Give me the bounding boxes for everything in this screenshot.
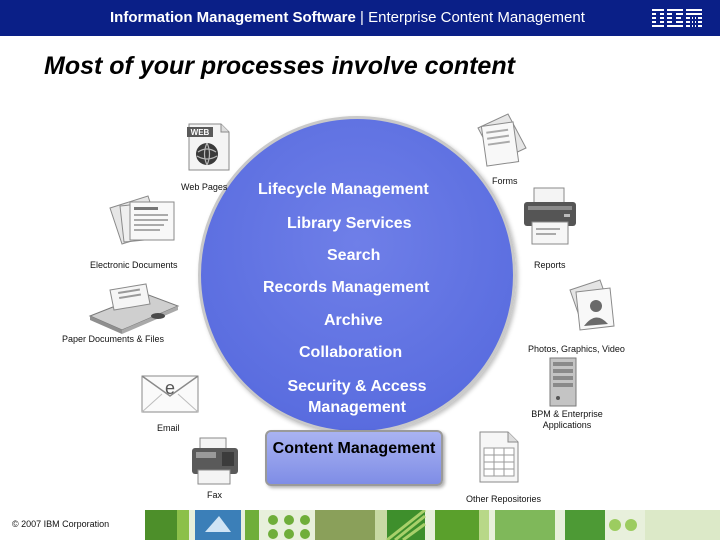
server-icon bbox=[549, 357, 577, 407]
email-envelope-icon: e bbox=[141, 375, 199, 413]
photos-icon bbox=[569, 279, 615, 331]
label-web-pages: Web Pages bbox=[181, 182, 228, 192]
label-forms: Forms bbox=[492, 176, 518, 186]
header-separator: | bbox=[355, 9, 369, 26]
service-search: Search bbox=[327, 247, 381, 264]
header-title-rest: Enterprise Content Management bbox=[368, 9, 585, 26]
service-lifecycle-management: Lifecycle Management bbox=[258, 181, 429, 198]
header-title-strong: Information Management Software bbox=[110, 9, 356, 26]
services-circle bbox=[198, 116, 516, 434]
label-fax: Fax bbox=[207, 490, 223, 500]
footer-decorative-strip bbox=[145, 510, 720, 540]
service-security-access-management: Security & Access Management bbox=[287, 378, 427, 416]
label-electronic-documents: Electronic Documents bbox=[90, 260, 178, 270]
slide-title: Most of your processes involve content bbox=[44, 52, 515, 80]
web-page-icon: WEB bbox=[187, 123, 230, 171]
scanner-icon bbox=[88, 283, 180, 334]
label-email: Email bbox=[157, 423, 180, 433]
service-records-management: Records Management bbox=[263, 279, 430, 296]
footer-copyright: © 2007 IBM Corporation bbox=[12, 519, 110, 529]
label-reports: Reports bbox=[534, 260, 566, 270]
service-library-services: Library Services bbox=[287, 215, 412, 232]
content-management-box: Content Management bbox=[265, 430, 443, 486]
email-icon-text: e bbox=[165, 378, 175, 398]
content-management-label: Content Management bbox=[272, 440, 436, 457]
label-photos-graphics-video: Photos, Graphics, Video bbox=[528, 344, 625, 354]
printer-icon bbox=[524, 187, 576, 245]
label-bpm-enterprise-applications: BPM & Enterprise Applications bbox=[531, 409, 603, 430]
label-paper-documents-files: Paper Documents & Files bbox=[62, 334, 165, 344]
repository-icon bbox=[479, 431, 519, 483]
header-title: Information Management Software | Enterp… bbox=[110, 9, 585, 26]
fax-icon bbox=[192, 437, 238, 485]
web-icon-text: WEB bbox=[191, 128, 210, 137]
forms-icon bbox=[477, 113, 527, 167]
header-bar: Information Management Software | Enterp… bbox=[0, 0, 720, 36]
label-other-repositories: Other Repositories bbox=[466, 494, 542, 504]
ibm-logo-icon bbox=[652, 9, 702, 27]
electronic-documents-icon bbox=[109, 195, 175, 245]
service-archive: Archive bbox=[324, 312, 383, 329]
service-collaboration: Collaboration bbox=[299, 344, 403, 361]
